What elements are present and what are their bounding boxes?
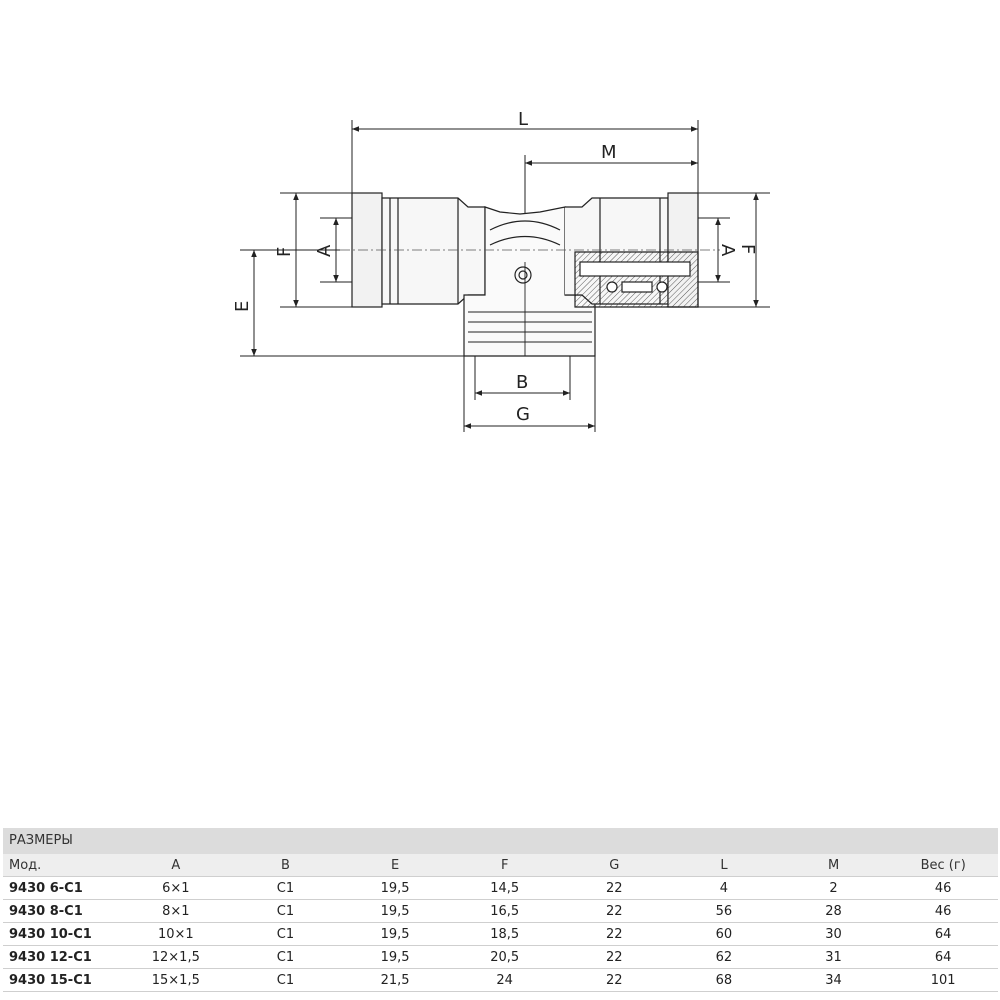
header-model: Мод. — [3, 854, 121, 877]
cell-e: 19,5 — [340, 945, 450, 969]
cell-b: C1 — [230, 876, 341, 900]
cell-f: 20,5 — [449, 945, 560, 969]
cell-a: 15×1,5 — [121, 968, 231, 992]
cell-l: 60 — [669, 922, 779, 946]
cell-g: 22 — [559, 968, 670, 992]
header-weight: Вес (г) — [888, 854, 998, 877]
cell-a: 6×1 — [121, 876, 231, 900]
cell-weight: 64 — [888, 945, 998, 969]
table-row: 9430 6-C1 6×1 C1 19,5 14,5 22 4 2 46 — [3, 876, 998, 900]
dim-label-a-right: A — [717, 244, 738, 257]
technical-drawing: L M F A E A F B G — [232, 109, 770, 432]
cell-b: C1 — [230, 945, 341, 969]
cell-b: C1 — [230, 899, 341, 923]
dim-label-b: B — [516, 372, 528, 393]
header-f: F — [449, 854, 560, 877]
header-l: L — [669, 854, 779, 877]
cell-weight: 64 — [888, 922, 998, 946]
cell-m: 28 — [778, 899, 889, 923]
cell-weight: 46 — [888, 899, 998, 923]
cell-model: 9430 6-C1 — [3, 876, 121, 900]
cell-m: 30 — [778, 922, 889, 946]
cell-g: 22 — [559, 945, 670, 969]
cell-f: 16,5 — [449, 899, 560, 923]
cell-e: 19,5 — [340, 899, 450, 923]
cell-model: 9430 12-C1 — [3, 945, 121, 969]
cell-f: 24 — [449, 968, 560, 992]
header-e: E — [340, 854, 450, 877]
cell-weight: 101 — [888, 968, 998, 992]
cell-a: 8×1 — [121, 899, 231, 923]
table-row: 9430 10-C1 10×1 C1 19,5 18,5 22 60 30 64 — [3, 922, 998, 946]
cell-l: 4 — [669, 876, 779, 900]
cell-m: 2 — [778, 876, 889, 900]
tee-fitting-outline — [351, 192, 699, 357]
cell-model: 9430 8-C1 — [3, 899, 121, 923]
cell-e: 21,5 — [340, 968, 450, 992]
table-row: 9430 15-C1 15×1,5 C1 21,5 24 22 68 34 10… — [3, 968, 998, 992]
cell-m: 31 — [778, 945, 889, 969]
header-a: A — [121, 854, 231, 877]
dim-label-m: M — [601, 142, 617, 163]
cell-f: 18,5 — [449, 922, 560, 946]
cell-g: 22 — [559, 876, 670, 900]
cell-f: 14,5 — [449, 876, 560, 900]
table-row: 9430 12-C1 12×1,5 C1 19,5 20,5 22 62 31 … — [3, 945, 998, 969]
table-caption: РАЗМЕРЫ — [3, 828, 998, 854]
table-row: 9430 8-C1 8×1 C1 19,5 16,5 22 56 28 46 — [3, 899, 998, 923]
dim-label-f-right: F — [737, 244, 758, 254]
cell-g: 22 — [559, 922, 670, 946]
cell-model: 9430 15-C1 — [3, 968, 121, 992]
cell-m: 34 — [778, 968, 889, 992]
dim-label-g: G — [516, 404, 530, 425]
table-header-row: Мод. A B E F G L M Вес (г) — [3, 854, 998, 877]
cell-g: 22 — [559, 899, 670, 923]
cell-l: 56 — [669, 899, 779, 923]
dimension-lines — [240, 120, 770, 432]
header-m: M — [778, 854, 889, 877]
header-g: G — [559, 854, 670, 877]
cell-e: 19,5 — [340, 876, 450, 900]
dim-label-e: E — [232, 301, 253, 312]
cell-l: 62 — [669, 945, 779, 969]
cell-b: C1 — [230, 968, 341, 992]
cell-weight: 46 — [888, 876, 998, 900]
header-b: B — [230, 854, 341, 877]
dimensions-table: РАЗМЕРЫ Мод. A B E F G L M Вес (г) 9430 … — [3, 828, 998, 992]
cell-b: C1 — [230, 922, 341, 946]
cell-a: 10×1 — [121, 922, 231, 946]
cell-a: 12×1,5 — [121, 945, 231, 969]
cell-model: 9430 10-C1 — [3, 922, 121, 946]
dim-label-a-left: A — [314, 244, 335, 257]
dim-label-l: L — [518, 109, 528, 130]
cell-e: 19,5 — [340, 922, 450, 946]
dim-label-f-left: F — [274, 247, 295, 257]
cell-l: 68 — [669, 968, 779, 992]
